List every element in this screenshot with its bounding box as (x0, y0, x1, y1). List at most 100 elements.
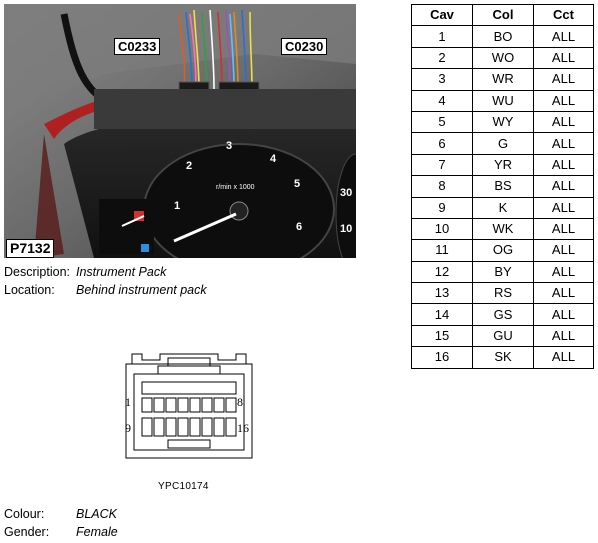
cct-cell: ALL (533, 217, 594, 241)
gauge-number-1: 1 (174, 200, 180, 212)
cav-cell: 1 (411, 25, 473, 48)
cct-cell: ALL (533, 132, 594, 155)
pin-label-8: 8 (237, 395, 243, 409)
col-cell: WY (472, 110, 534, 134)
col-cell: GS (472, 303, 534, 326)
cav-cell: 3 (411, 68, 473, 91)
pin-label-9: 9 (125, 421, 131, 435)
cct-cell: ALL (533, 25, 594, 48)
gender-label: Gender: (4, 525, 50, 539)
cct-cell: ALL (533, 175, 594, 198)
gauge-number-4: 4 (270, 153, 277, 165)
gauge-number-5: 5 (294, 178, 300, 190)
cav-cell: 7 (411, 153, 473, 177)
col-cell: SK (472, 346, 534, 369)
location-value: Behind instrument pack (76, 283, 207, 297)
description-line: Description: Instrument Pack (4, 265, 166, 280)
pin-table-header: Cav Col Cct (411, 3, 594, 27)
cav-cell: 6 (411, 132, 473, 155)
col-cell: YR (472, 153, 534, 177)
cav-cell: 2 (411, 46, 473, 70)
cct-cell: ALL (533, 110, 594, 134)
description-value: Instrument Pack (76, 265, 167, 279)
col-cell: WU (472, 89, 534, 112)
connector-label-c0230: C0230 (281, 38, 328, 55)
gauge-number-3: 3 (226, 140, 232, 152)
pin-label-1: 1 (125, 395, 131, 409)
col-cell: RS (472, 282, 534, 305)
cct-cell: ALL (533, 282, 594, 305)
pin-label-16: 16 (237, 421, 249, 435)
cct-cell: ALL (533, 303, 594, 326)
gauge-number-2: 2 (186, 160, 192, 172)
cct-cell: ALL (533, 68, 594, 91)
colour-value: BLACK (76, 507, 117, 521)
speed-number-30: 30 (340, 187, 352, 199)
cct-cell: ALL (533, 346, 594, 369)
col-cell: WO (472, 46, 534, 70)
cct-cell: ALL (533, 260, 594, 284)
location-line: Location: Behind instrument pack (4, 283, 207, 298)
gender-line: Gender: Female (4, 525, 118, 540)
cct-cell: ALL (533, 153, 594, 177)
cav-cell: 13 (411, 282, 473, 305)
cav-cell: 5 (411, 110, 473, 134)
cav-cell: 11 (411, 239, 473, 262)
gauge-unit: r/min x 1000 (216, 184, 255, 191)
header-col: Col (472, 3, 534, 27)
cav-cell: 4 (411, 89, 473, 112)
cav-cell: 16 (411, 346, 473, 369)
cav-cell: 8 (411, 175, 473, 198)
cav-cell: 14 (411, 303, 473, 326)
connector-face-diagram (125, 353, 253, 459)
col-cell: OG (472, 239, 534, 262)
connector-label-c0233: C0233 (114, 38, 161, 55)
cct-cell: ALL (533, 239, 594, 262)
cav-cell: 15 (411, 324, 473, 348)
instrument-pack-photo: 1 2 3 4 5 6 r/min x 1000 30 10 C0233 C02… (4, 4, 356, 258)
speed-number-10: 10 (340, 223, 352, 235)
col-cell: GU (472, 324, 534, 348)
gender-value: Female (76, 525, 118, 539)
col-cell: K (472, 196, 534, 219)
col-cell: WK (472, 217, 534, 241)
colour-line: Colour: BLACK (4, 507, 117, 522)
cav-cell: 10 (411, 217, 473, 241)
cav-cell: 12 (411, 260, 473, 284)
header-cav: Cav (411, 3, 473, 27)
location-label: Location: (4, 283, 55, 297)
cav-cell: 9 (411, 196, 473, 219)
header-cct: Cct (533, 3, 594, 27)
col-cell: BO (472, 25, 534, 48)
col-cell: BY (472, 260, 534, 284)
col-cell: BS (472, 175, 534, 198)
photo-reference-label: P7132 (6, 239, 55, 258)
cct-cell: ALL (533, 196, 594, 219)
description-label: Description: (4, 265, 70, 279)
cct-cell: ALL (533, 324, 594, 348)
colour-label: Colour: (4, 507, 45, 521)
connector-reference: YPC10174 (158, 481, 209, 492)
cct-cell: ALL (533, 46, 594, 70)
col-cell: WR (472, 68, 534, 91)
col-cell: G (472, 132, 534, 155)
cct-cell: ALL (533, 89, 594, 112)
